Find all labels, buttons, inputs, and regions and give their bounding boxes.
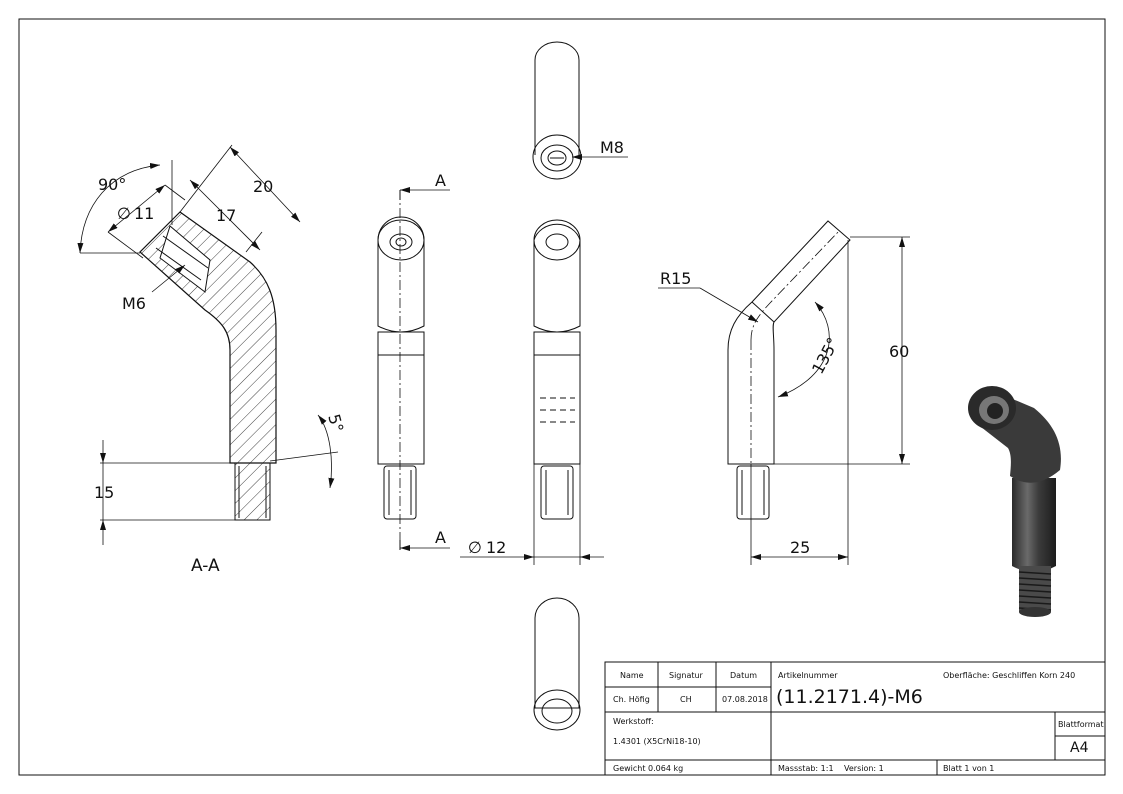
title-block: Name Signatur Datum Ch. Höfig CH 07.08.2…	[604, 661, 1106, 776]
tb-col-signatur: Signatur	[669, 671, 704, 680]
tb-gewicht: Gewicht 0.064 kg	[613, 764, 683, 773]
dim-angle-90: 90°	[98, 175, 126, 194]
tb-col-datum: Datum	[730, 671, 757, 680]
dim-thread-m8: M8	[600, 138, 624, 157]
tb-blattformat: A4	[1070, 740, 1089, 756]
dim-dia-symbol-11: ∅	[117, 204, 131, 223]
tb-artikelnummer-label: Artikelnummer	[778, 671, 838, 680]
dim-dia-11: 11	[134, 204, 154, 223]
tb-werkstoff-label: Werkstoff:	[613, 717, 654, 726]
cut-marker-top: A	[435, 171, 446, 190]
dim-dia-12: 12	[486, 538, 506, 557]
dim-width-25: 25	[790, 538, 810, 557]
dim-angle-135: 135°	[808, 334, 843, 377]
tb-part-number: (11.2171.4)-M6	[776, 686, 923, 708]
tb-blattformat-label: Blattformat	[1058, 720, 1104, 729]
tb-datum: 07.08.2018	[722, 695, 768, 704]
dim-radius-r15: R15	[660, 269, 691, 288]
section-view-a-a: 90° ∅ 11 20 17 M6 5° 15 A-A	[77, 144, 347, 576]
sheet-border	[18, 18, 1106, 776]
dim-len-17: 17	[216, 206, 236, 225]
cut-marker-bottom: A	[435, 528, 446, 547]
section-body	[139, 211, 277, 464]
tb-signatur: CH	[680, 695, 692, 704]
dim-dia-symbol-12: ∅	[468, 538, 482, 557]
dim-angle-5: 5°	[324, 412, 347, 434]
dim-len-15: 15	[94, 483, 114, 502]
bottom-view	[533, 597, 581, 731]
tb-version: Version: 1	[844, 764, 884, 773]
tb-massstab: Massstab: 1:1	[778, 764, 834, 773]
tb-name: Ch. Höfig	[613, 695, 650, 704]
dim-thread-m6: M6	[122, 294, 146, 313]
tb-blatt: Blatt 1 von 1	[943, 764, 994, 773]
section-pin	[234, 462, 271, 521]
dim-height-60: 60	[889, 342, 909, 361]
top-view: M8	[532, 41, 628, 180]
tb-oberflaeche: Oberfläche: Geschliffen Korn 240	[943, 671, 1075, 680]
section-label: A-A	[191, 556, 220, 576]
tb-col-name: Name	[620, 671, 644, 680]
dim-len-20: 20	[253, 177, 273, 196]
bent-view: R15 135° 60 25	[658, 220, 910, 565]
side-view: ∅ 12	[460, 219, 604, 565]
front-view-cut: A A	[377, 171, 450, 551]
3d-render	[968, 386, 1061, 617]
tb-werkstoff: 1.4301 (X5CrNi18-10)	[613, 737, 701, 746]
